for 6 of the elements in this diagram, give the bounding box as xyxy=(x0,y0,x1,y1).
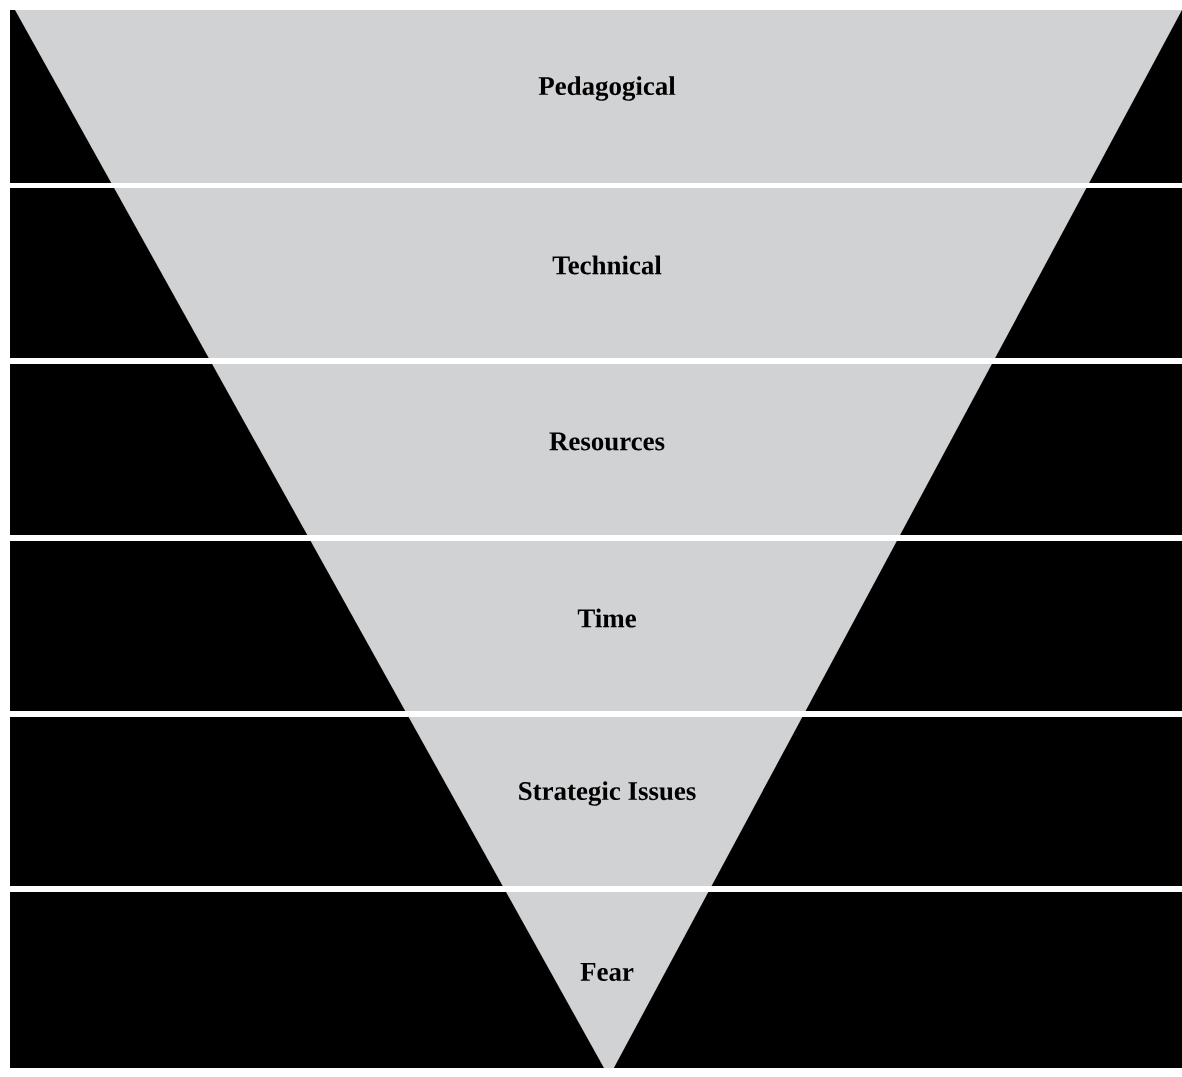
funnel-band: Fear xyxy=(10,892,1182,1068)
funnel-band: Time xyxy=(10,541,1182,711)
funnel-band: Technical xyxy=(10,188,1182,358)
funnel-band: Resources xyxy=(10,364,1182,535)
funnel-band: Strategic Issues xyxy=(10,717,1182,886)
funnel-band: Pedagogical xyxy=(10,10,1182,183)
